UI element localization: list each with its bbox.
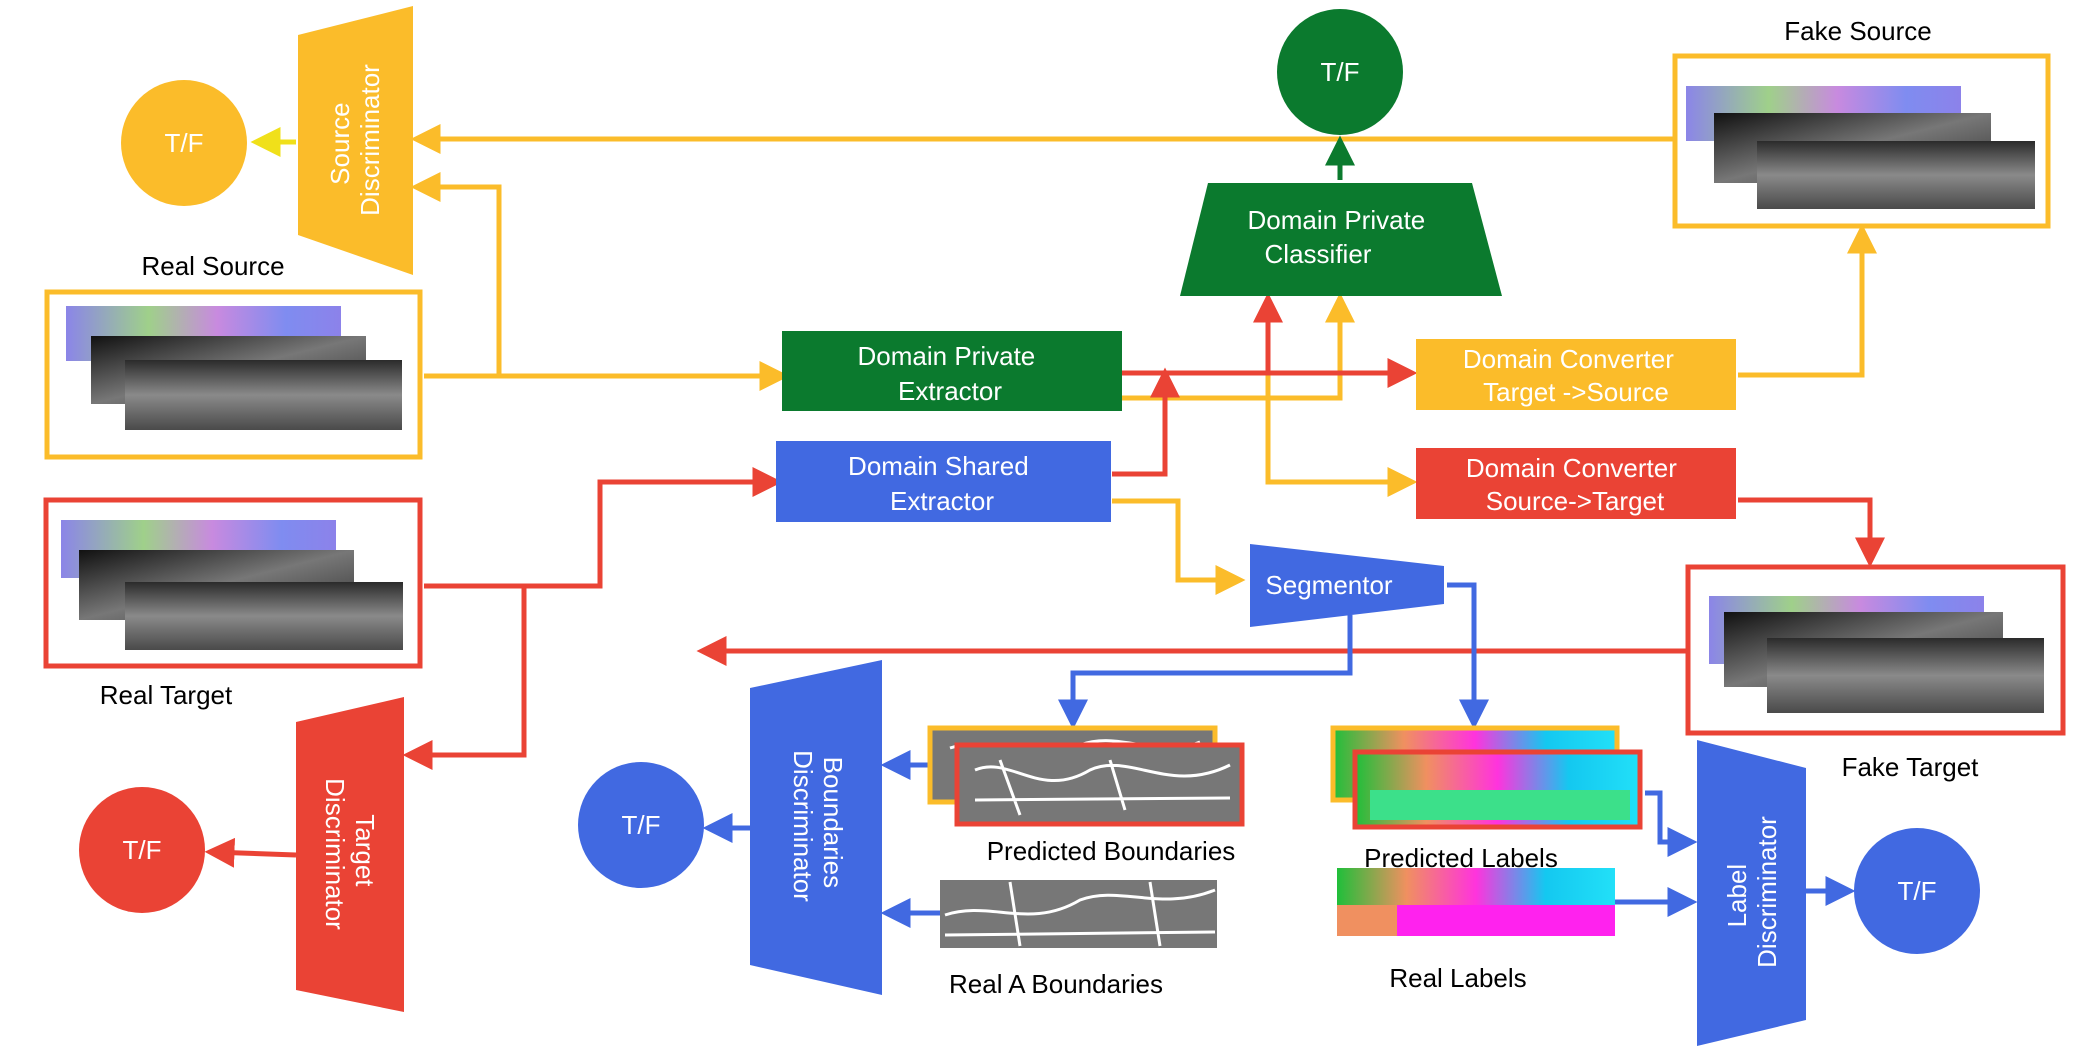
segmentor: Segmentor bbox=[1250, 544, 1444, 627]
svg-text:Target Discriminator: Target Discriminator bbox=[320, 778, 380, 930]
svg-text:Domain Private Classifie: Domain Private Classifier bbox=[1248, 205, 1433, 269]
boundaries-discriminator-line1: Boundaries bbox=[818, 757, 848, 889]
domain-private-extractor: Domain Private Extractor bbox=[782, 331, 1122, 411]
fake-target-images bbox=[1685, 564, 2066, 736]
caption-fake-target: Fake Target bbox=[1842, 752, 1980, 782]
svg-text:T/F: T/F bbox=[1898, 876, 1937, 906]
arrow-segmentor-to-predicted-boundaries bbox=[1058, 615, 1353, 730]
svg-text:T/F: T/F bbox=[123, 835, 162, 865]
caption-fake-source: Fake Source bbox=[1784, 16, 1931, 46]
arrow-converter-t2s-to-fake-source bbox=[1738, 223, 1877, 378]
fake-source-images bbox=[1672, 53, 2051, 229]
caption-real-target: Real Target bbox=[100, 680, 233, 710]
tf-target: T/F bbox=[79, 787, 205, 913]
converter-s2t-line1: Domain Converter bbox=[1466, 453, 1677, 483]
source-discriminator-line1: Source bbox=[325, 102, 355, 184]
real-boundaries-image bbox=[940, 880, 1217, 948]
svg-text:T/F: T/F bbox=[1321, 57, 1360, 87]
caption-real-labels: Real Labels bbox=[1389, 963, 1526, 993]
arrow-yellow-to-converter-s2t bbox=[1265, 375, 1418, 497]
converter-t2s-line2: Target ->Source bbox=[1483, 377, 1669, 407]
classifier-line2: Classifier bbox=[1265, 239, 1372, 269]
tf-label: T/F bbox=[1854, 828, 1980, 954]
segmentor-label: Segmentor bbox=[1265, 570, 1393, 600]
svg-text:Boundaries Discriminator: Boundaries Discriminator bbox=[788, 750, 848, 902]
svg-text:Label Discriminator: Label Discriminator bbox=[1722, 816, 1782, 968]
arrow-private-extractor-to-classifier-yellow bbox=[1122, 292, 1355, 401]
tf-source: T/F bbox=[121, 80, 247, 206]
arrow-real-source-to-source-discriminator bbox=[410, 172, 502, 379]
real-target-images bbox=[43, 497, 423, 669]
svg-text:Domain Converter Target: Domain Converter Target ->Source bbox=[1463, 344, 1681, 407]
boundaries-discriminator: Boundaries Discriminator bbox=[750, 660, 882, 995]
tf-classifier: T/F bbox=[1277, 9, 1403, 135]
target-discriminator-line1: Target bbox=[350, 814, 380, 887]
svg-text:Domain Shared Extractor: Domain Shared Extractor bbox=[848, 451, 1036, 516]
domain-shared-extractor: Domain Shared Extractor bbox=[776, 441, 1111, 522]
arrow-converter-s2t-to-fake-target bbox=[1738, 497, 1885, 568]
arrow-real-target-to-target-discriminator bbox=[402, 586, 527, 770]
arrow-target-discriminator-to-tf bbox=[204, 837, 297, 868]
arrow-segmentor-to-predicted-labels bbox=[1447, 582, 1489, 730]
real-labels-image bbox=[1337, 868, 1615, 936]
label-discriminator-line1: Label bbox=[1722, 864, 1752, 928]
source-discriminator-line2: Discriminator bbox=[355, 64, 385, 216]
caption-real-a-boundaries: Real A Boundaries bbox=[949, 969, 1163, 999]
svg-text:Domain Private Extractor: Domain Private Extractor bbox=[858, 341, 1043, 406]
label-discriminator-line2: Discriminator bbox=[1752, 816, 1782, 968]
arrow-shared-extractor-to-segmentor-yellow bbox=[1112, 498, 1246, 595]
shared-extractor-line2: Extractor bbox=[890, 486, 994, 516]
caption-predicted-boundaries: Predicted Boundaries bbox=[987, 836, 1236, 866]
arrow-real-target-to-shared-extractor bbox=[424, 467, 783, 589]
boundaries-discriminator-line2: Discriminator bbox=[788, 750, 818, 902]
real-source-images bbox=[44, 289, 423, 460]
domain-converter-target-to-source: Domain Converter Target ->Source bbox=[1416, 339, 1736, 410]
arrow-predicted-labels-to-label-discriminator bbox=[1645, 790, 1698, 857]
svg-text:Domain Converter Source-: Domain Converter Source->Target bbox=[1466, 453, 1684, 516]
domain-private-classifier: Domain Private Classifier bbox=[1180, 183, 1502, 296]
arrow-shared-extractor-to-segmentor-red bbox=[1112, 367, 1180, 477]
classifier-line1: Domain Private bbox=[1248, 205, 1426, 235]
converter-s2t-line2: Source->Target bbox=[1486, 486, 1665, 516]
private-extractor-line1: Domain Private bbox=[858, 341, 1036, 371]
svg-text:T/F: T/F bbox=[622, 810, 661, 840]
svg-text:Source Discriminator: Source Discriminator bbox=[325, 64, 385, 216]
target-discriminator-line2: Discriminator bbox=[320, 778, 350, 930]
shared-extractor-line1: Domain Shared bbox=[848, 451, 1029, 481]
converter-t2s-line1: Domain Converter bbox=[1463, 344, 1674, 374]
target-discriminator: Target Discriminator bbox=[296, 697, 404, 1012]
tf-boundaries: T/F bbox=[578, 762, 704, 888]
source-discriminator: Source Discriminator bbox=[298, 6, 413, 275]
label-discriminator: Label Discriminator bbox=[1697, 740, 1806, 1046]
private-extractor-line2: Extractor bbox=[898, 376, 1002, 406]
predicted-boundaries-images bbox=[927, 725, 1245, 827]
connectors bbox=[204, 124, 1885, 928]
caption-real-source: Real Source bbox=[141, 251, 284, 281]
svg-text:T/F: T/F bbox=[165, 128, 204, 158]
predicted-labels-images bbox=[1330, 725, 1643, 830]
domain-converter-source-to-target: Domain Converter Source->Target bbox=[1416, 448, 1736, 519]
